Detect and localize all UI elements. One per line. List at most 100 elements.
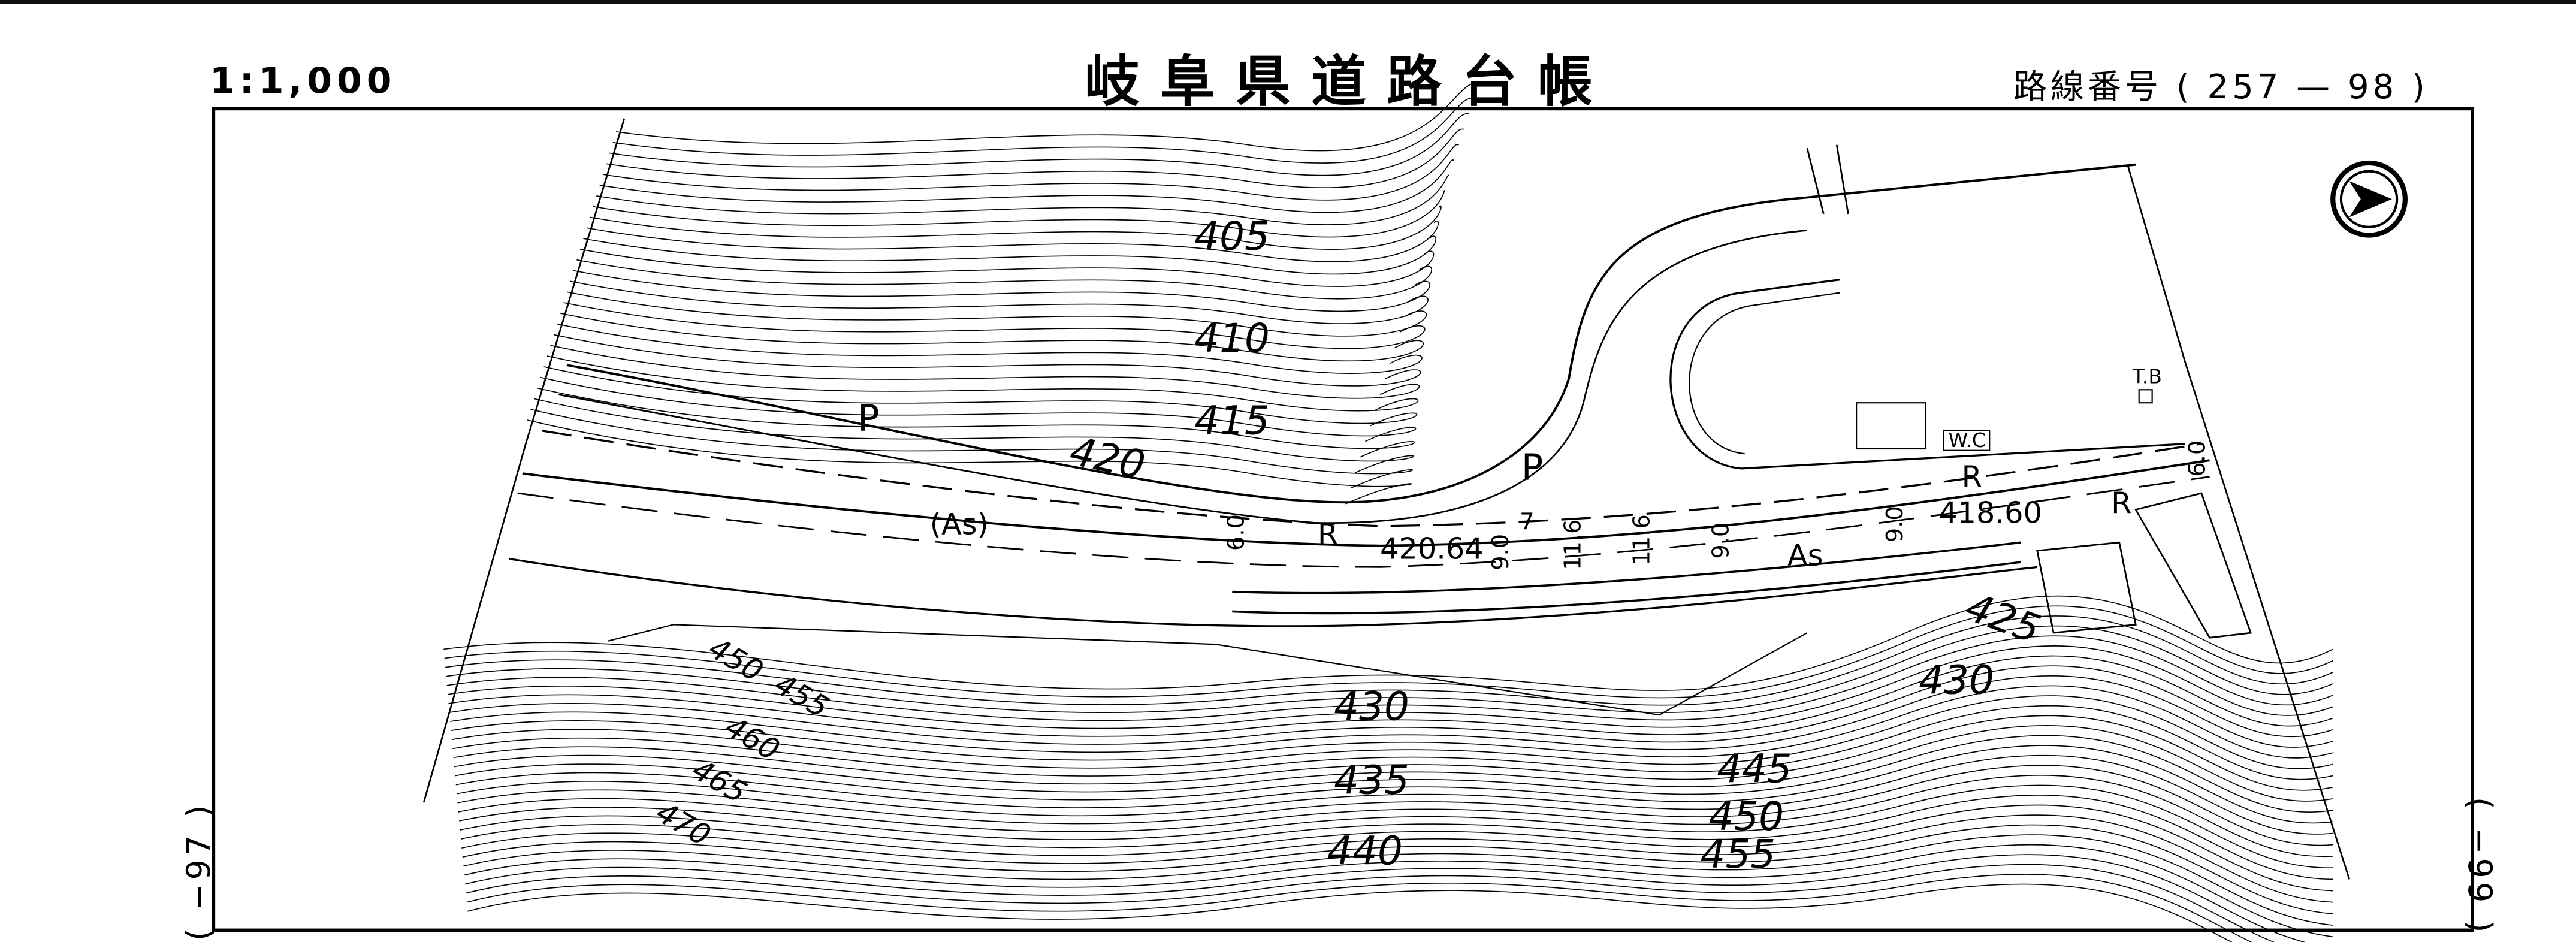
contour-lines [443,81,2333,942]
contour-label: 450 [703,630,769,689]
road-label: P [1521,447,1543,489]
road-label: (As) [930,507,989,542]
contour-line [533,398,1414,473]
contour-line [461,814,2333,903]
contour-line [563,302,1426,349]
contour-line [566,291,1427,337]
contour-line [444,605,2333,699]
contour-line [457,754,2333,835]
map-scale: 1:1,000 [210,60,397,102]
contour-line [579,249,1435,287]
contour-line [454,725,2333,802]
width-label: 9.0 [1707,523,1734,559]
contour-line [570,280,1429,324]
contour-line [616,81,1479,152]
north-arrow-icon [2330,160,2408,238]
road-label: As [1787,538,1823,573]
contour-label: 410 [1194,315,1270,361]
contour-line [467,883,2233,942]
contour-line [447,645,2333,729]
contour-line [603,144,1460,201]
contour-line [464,854,2306,942]
contour-line [553,334,1421,387]
elevation-label: 418.60 [1938,495,2042,530]
route-number: 路線番号 ( 257 — 98 ) [2013,60,2429,108]
contour-line [540,376,1417,442]
contour-line [462,824,2333,914]
contour-label: 415 [1194,397,1270,443]
contour-line [460,795,2333,880]
route-label: 路線番号 [2013,68,2162,107]
contour-line [446,625,2333,714]
contour-line [449,665,2333,745]
contour-line [609,113,1469,176]
width-label: 9.0 [1882,506,1908,542]
width-label: 6.0 [2184,440,2210,477]
contour-line [448,655,2333,737]
contour-line [596,174,1449,225]
contour-label: 425 [1960,584,2046,653]
contour-label: 430 [1919,657,1994,704]
contour-line [458,775,2333,858]
width-label: 7 [1520,508,1534,535]
contour-line [593,190,1445,238]
contour-line [550,345,1420,399]
contour-line [606,128,1464,188]
road-label: R [1962,459,1982,494]
width-label: 6.0 [1222,514,1249,551]
contour-label: 430 [1334,683,1409,729]
contour-label: 450 [1708,793,1784,840]
elevation-label: 420.64 [1380,532,1484,566]
contour-line [460,804,2333,892]
road-label: R [1318,517,1338,551]
map-boundary [423,118,2350,880]
contour-line [466,864,2275,942]
contour-line [583,236,1436,275]
contour-line [537,387,1415,458]
top-border-line [0,0,2576,4]
map-frame [212,107,2475,932]
contour-line [457,765,2333,846]
contour-line [451,685,2333,761]
contour-line [459,784,2333,868]
width-label: 9.0 [1487,534,1514,570]
contour-line [590,205,1442,250]
contour-line [576,259,1432,300]
contour-label: 440 [1327,828,1403,874]
road [509,144,2252,716]
contour-line [451,695,2333,769]
contour-line [573,270,1430,312]
contour-line [530,409,1414,489]
contour-line [586,221,1439,262]
contour-line [557,323,1423,374]
width-label: 11.6 [1629,514,1656,565]
toilet-label: W.C [1949,428,1986,452]
contour-line [455,745,2333,824]
width-label: 11.6 [1560,519,1587,570]
contour-label: 420 [1066,428,1149,488]
contour-label: 405 [1194,213,1270,259]
contour-line [443,595,2333,691]
contour-line [560,312,1424,362]
tb-label: T.B [2132,364,2162,388]
contour-line [446,635,2333,721]
contour-line [546,355,1419,412]
road-label: P [857,398,879,440]
page-title: 岐阜県道路台帳 [1085,50,1614,114]
contour-label: 435 [1334,757,1409,804]
contour-line [466,874,2252,942]
contour-line [464,844,2333,938]
contour-line [455,735,2333,813]
contour-label: 445 [1717,746,1792,792]
contour-line [463,834,2333,926]
contour-line [450,675,2333,753]
road-label: R [2111,485,2131,520]
contour-line [599,159,1454,213]
contour-label: 455 [1701,831,1776,877]
contour-line [543,366,1418,427]
contour-line [452,705,2333,780]
route-value: ( 257 — 98 ) [2176,68,2429,107]
contour-label: 460 [719,709,786,767]
contour-line [612,97,1474,164]
